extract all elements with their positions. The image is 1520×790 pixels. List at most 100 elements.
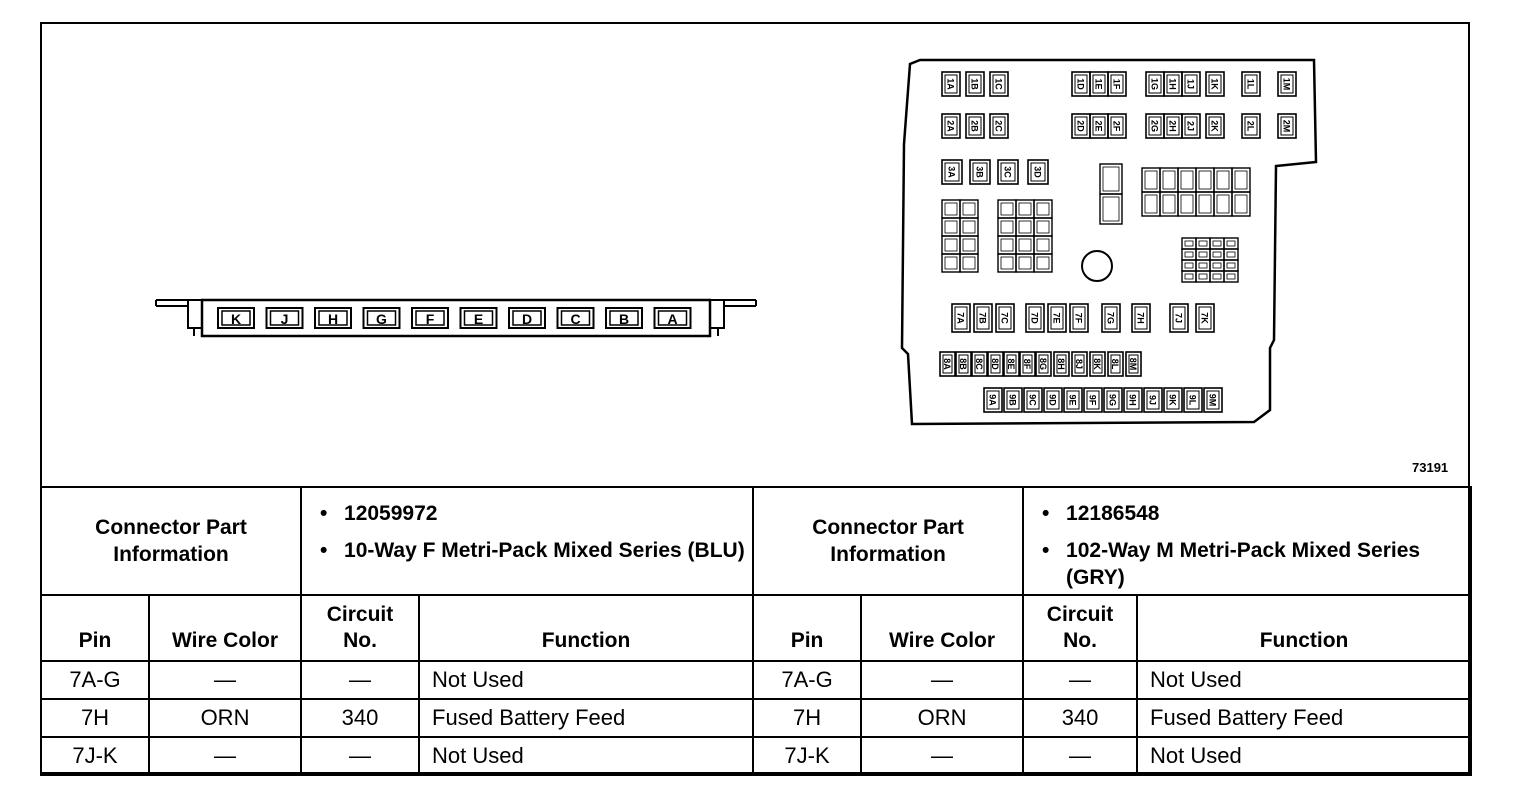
svg-text:K: K — [231, 311, 241, 327]
fuse-cell-9g: 9G — [1103, 387, 1123, 413]
fuse-cell-3a: 3A — [941, 159, 963, 185]
svg-text:H: H — [328, 311, 338, 327]
fuse-cell — [1209, 237, 1225, 250]
function-cell: Not Used — [1136, 736, 1473, 776]
pin-cell: 7J-K — [752, 736, 863, 776]
fuse-cell — [1181, 237, 1197, 250]
fuse-cell-7e: 7E — [1047, 303, 1067, 333]
fuse-cell-9m: 9M — [1203, 387, 1223, 413]
fuse-cell-9j: 9J — [1143, 387, 1163, 413]
fuse-cell — [959, 199, 979, 219]
svg-text:2L: 2L — [1246, 121, 1256, 132]
part-info-label-right: Connector Part Information — [752, 486, 1025, 596]
fuse-cell-8d: 8D — [987, 351, 1004, 377]
fuse-cell-3c: 3C — [997, 159, 1019, 185]
fuse-cell-2f: 2F — [1107, 113, 1127, 139]
fuse-cell — [941, 199, 961, 219]
fuse-cell-2b: 2B — [965, 113, 985, 139]
fuse-cell-2e: 2E — [1089, 113, 1109, 139]
svg-text:9L: 9L — [1188, 395, 1198, 406]
svg-text:1D: 1D — [1076, 78, 1086, 90]
svg-text:2M: 2M — [1282, 120, 1292, 133]
wire-color-cell: ORN — [860, 698, 1025, 738]
fuse-cell — [1223, 248, 1239, 261]
svg-text:A: A — [667, 311, 677, 327]
svg-text:8G: 8G — [1038, 358, 1048, 370]
function-cell: Fused Battery Feed — [1136, 698, 1473, 738]
fuse-cell-2h: 2H — [1163, 113, 1183, 139]
svg-text:7H: 7H — [1136, 312, 1146, 324]
fuse-cell-3d: 3D — [1027, 159, 1049, 185]
fuse-cell — [1195, 270, 1211, 283]
fuse-cell-9a: 9A — [983, 387, 1003, 413]
svg-text:1B: 1B — [970, 78, 980, 90]
fuse-cell — [1159, 191, 1179, 217]
function-cell: Not Used — [418, 660, 755, 700]
fuse-cell — [1099, 163, 1123, 195]
svg-text:1L: 1L — [1246, 79, 1256, 90]
cavity-h: H — [314, 307, 352, 329]
fuse-cell — [997, 253, 1017, 273]
header-pin-left: Pin — [40, 594, 150, 662]
svg-text:8A: 8A — [942, 358, 952, 370]
pin-cell: 7A-G — [752, 660, 863, 700]
fuse-cell — [1195, 191, 1215, 217]
svg-text:9A: 9A — [988, 394, 998, 406]
svg-text:9H: 9H — [1128, 394, 1138, 406]
fuse-cell — [1209, 259, 1225, 272]
fuse-cell — [1223, 237, 1239, 250]
cavity-j: J — [265, 307, 304, 329]
fuse-cell — [941, 235, 961, 255]
fuse-cell-1a: 1A — [941, 71, 961, 97]
svg-text:7E: 7E — [1052, 312, 1062, 323]
svg-text:1J: 1J — [1186, 79, 1196, 89]
fuse-cell — [1099, 193, 1123, 225]
fuse-cell — [959, 235, 979, 255]
svg-text:J: J — [281, 311, 289, 327]
fuse-cell-9f: 9F — [1083, 387, 1103, 413]
fuse-cell — [1181, 248, 1197, 261]
fuse-cell-1b: 1B — [965, 71, 985, 97]
fuse-cell-1d: 1D — [1071, 71, 1091, 97]
svg-text:7K: 7K — [1200, 312, 1210, 324]
fuse-cell-9k: 9K — [1163, 387, 1183, 413]
fuse-cell-9e: 9E — [1063, 387, 1083, 413]
svg-text:2K: 2K — [1210, 120, 1220, 132]
svg-text:8K: 8K — [1092, 358, 1102, 370]
header-function-right: Function — [1136, 594, 1473, 662]
fuse-cell — [997, 217, 1017, 237]
svg-text:7B: 7B — [978, 312, 988, 324]
wire-color-cell: ORN — [147, 698, 303, 738]
fuse-cell-7c: 7C — [995, 303, 1015, 333]
cavity-k: K — [217, 307, 255, 329]
fuse-cell — [1231, 191, 1251, 217]
svg-text:9J: 9J — [1148, 395, 1158, 405]
fuse-cell-7h: 7H — [1131, 303, 1151, 333]
header-function-left: Function — [418, 594, 755, 662]
function-cell: Not Used — [418, 736, 755, 776]
svg-text:8E: 8E — [1006, 358, 1016, 369]
fuse-cell-1f: 1F — [1107, 71, 1127, 97]
fuse-cell — [1033, 235, 1053, 255]
svg-text:D: D — [522, 311, 532, 327]
cavity-b: B — [605, 307, 643, 329]
circuit-cell: — — [300, 660, 421, 700]
svg-text:7C: 7C — [1000, 312, 1010, 324]
table-row: 7J-K — — Not Used 7J-K — — Not Used — [40, 736, 1473, 776]
fuse-cell — [1159, 167, 1179, 193]
svg-text:9M: 9M — [1208, 394, 1218, 407]
fuse-cell-3b: 3B — [969, 159, 991, 185]
fuse-cell-1g: 1G — [1145, 71, 1165, 97]
circuit-cell: — — [1022, 736, 1139, 776]
fuse-cell-2g: 2G — [1145, 113, 1165, 139]
fuse-cell-2j: 2J — [1181, 113, 1201, 139]
fuse-cell-1k: 1K — [1205, 71, 1225, 97]
fuse-cell-7k: 7K — [1195, 303, 1215, 333]
svg-text:1C: 1C — [994, 78, 1004, 90]
fuse-cell-9c: 9C — [1023, 387, 1043, 413]
pin-cell: 7H — [40, 698, 150, 738]
function-cell: Not Used — [1136, 660, 1473, 700]
fuse-cell-7g: 7G — [1101, 303, 1121, 333]
